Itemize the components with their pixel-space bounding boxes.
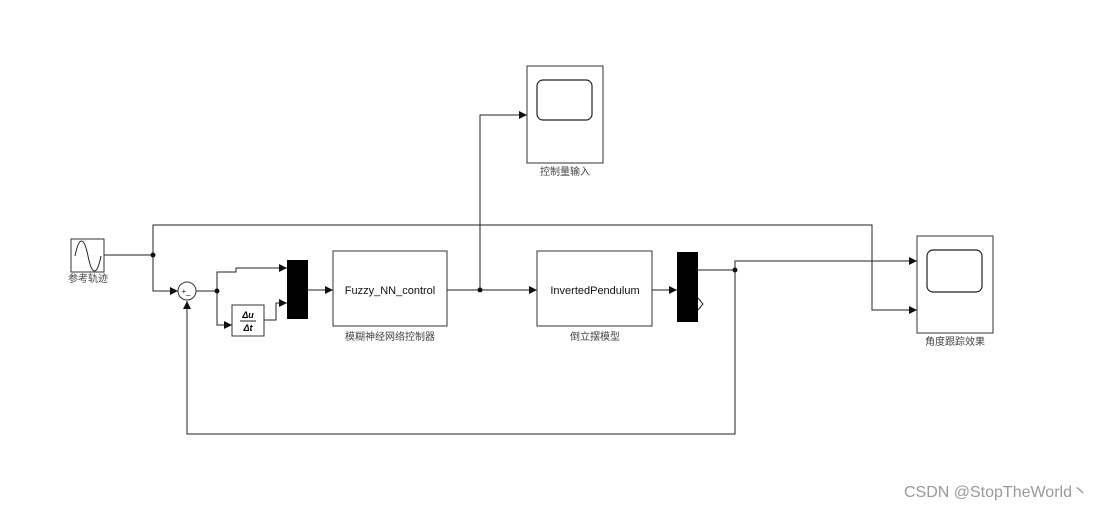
signal-lines — [104, 111, 917, 435]
mux-block[interactable] — [287, 260, 308, 319]
derivative-numerator: Δu — [241, 310, 254, 320]
inverted-pendulum-block[interactable]: InvertedPendulum 倒立摆模型 — [536, 250, 653, 343]
sine-label: 参考轨迹 — [68, 272, 108, 285]
sum-signs: +_ — [181, 287, 191, 296]
plant-label: 倒立摆模型 — [570, 330, 620, 343]
sum-block[interactable]: +_ — [177, 281, 197, 301]
fuzzy-nn-controller-block[interactable]: Fuzzy_NN_control 模糊神经网络控制器 — [332, 250, 448, 343]
derivative-block[interactable]: Δu Δt — [231, 304, 265, 337]
plant-name: InvertedPendulum — [550, 285, 639, 297]
scope2-label: 角度跟踪效果 — [925, 335, 985, 348]
sine-wave-icon — [74, 240, 102, 272]
scope-control-input[interactable]: 控制量输入 — [526, 65, 604, 178]
demux-block[interactable] — [677, 252, 704, 322]
scope-screen-icon — [926, 249, 983, 293]
controller-name: Fuzzy_NN_control — [345, 285, 435, 297]
derivative-denominator: Δt — [242, 323, 253, 333]
scope-screen-icon — [536, 79, 593, 121]
watermark: CSDN @StopTheWorld丶 — [903, 484, 1088, 501]
sine-wave-block[interactable]: 参考轨迹 — [68, 238, 108, 285]
controller-label: 模糊神经网络控制器 — [345, 330, 435, 343]
scope1-label: 控制量输入 — [540, 165, 590, 178]
scope-angle-tracking[interactable]: 角度跟踪效果 — [916, 235, 994, 348]
